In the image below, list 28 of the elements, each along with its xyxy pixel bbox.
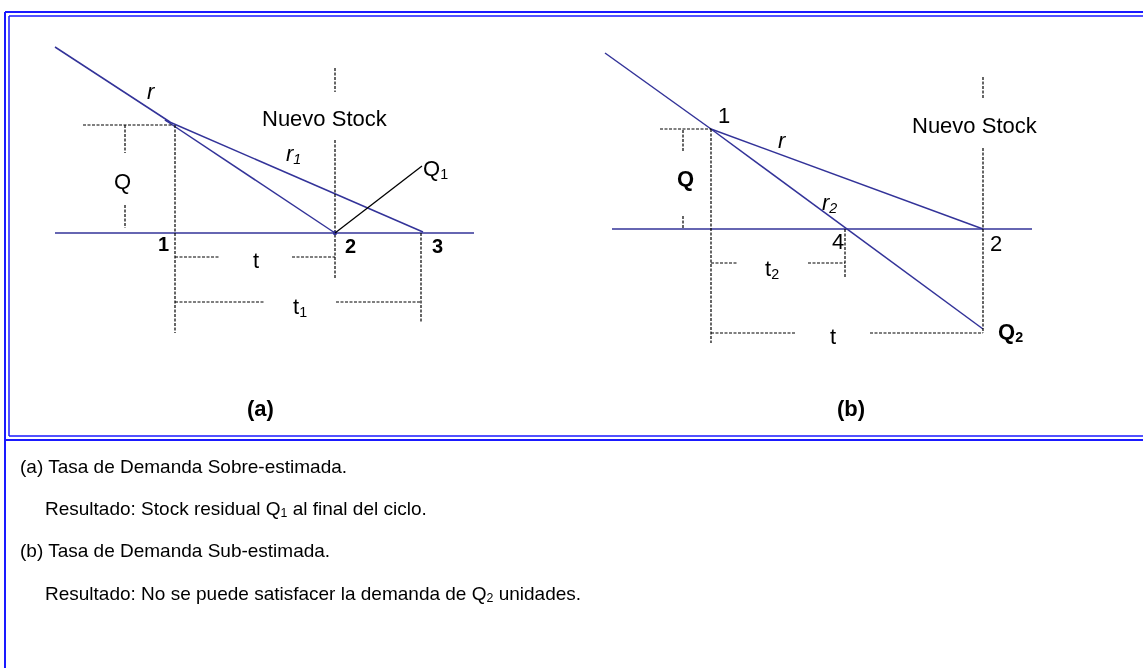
panel-label: (a)	[247, 396, 274, 421]
point-number: 2	[345, 235, 357, 257]
axis-label: Nuevo Stock	[262, 106, 387, 131]
dimension-label: t$_{1}$	[293, 294, 308, 321]
axis-label: Nuevo Stock	[912, 113, 1037, 138]
quantity-label: Q	[677, 166, 695, 191]
result-text: Resultado: No se puede satisfacer la demanda de Q$_{2}$ unidades.	[45, 583, 582, 606]
quantity-label: Q$_{1}$	[423, 156, 449, 183]
dimension-label: t$_{2}$	[765, 256, 780, 283]
rate-label: r$_{2}$	[822, 190, 838, 217]
quantity-label: Q$_{2}$	[998, 319, 1024, 346]
point-number: 1	[718, 103, 731, 128]
rate-label: r	[147, 79, 155, 104]
rate-label: r$_{1}$	[286, 141, 302, 168]
point-number: 3	[432, 235, 444, 257]
leader-line	[334, 165, 423, 234]
intersection-point	[332, 230, 338, 236]
rate-label: r	[778, 128, 786, 153]
panel-label: (b)	[837, 396, 866, 421]
caption-text: (a) Tasa de Demanda Sobre-estimada.	[20, 456, 348, 478]
dimension-label: t	[253, 248, 260, 273]
caption-text: (b) Tasa de Demanda Sub-estimada.	[20, 540, 331, 562]
point-number: 2	[990, 231, 1003, 256]
quantity-label: Q	[114, 169, 132, 194]
point-number: 4	[832, 229, 845, 254]
point-number: 1	[158, 233, 170, 255]
result-text: Resultado: Stock residual Q$_{1}$ al final del ciclo.	[45, 498, 427, 521]
dimension-label: t	[830, 324, 837, 349]
